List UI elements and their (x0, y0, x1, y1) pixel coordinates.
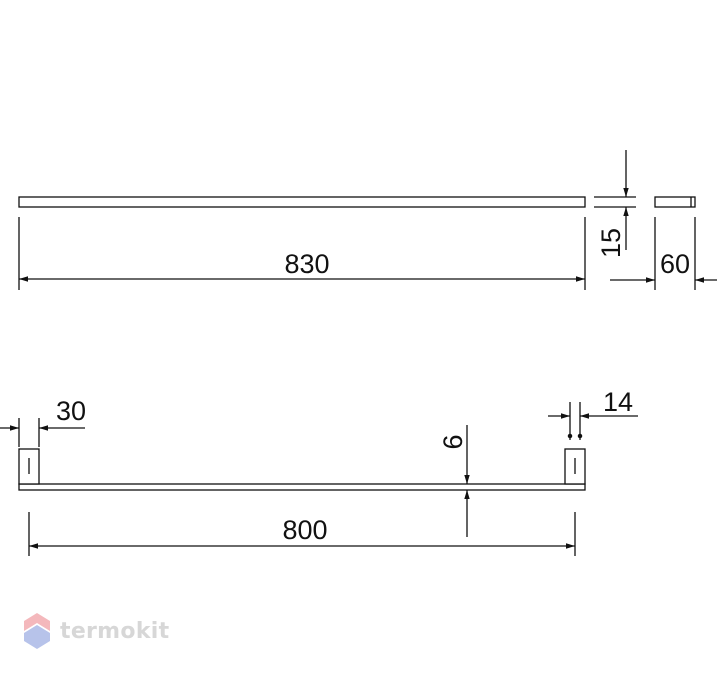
dimension-label-14: 14 (603, 387, 633, 417)
brand-logo-icon (24, 613, 50, 649)
watermark: termokit (22, 610, 169, 652)
bar-top-view (18, 196, 586, 208)
bar-side-view (654, 196, 696, 208)
hole-marker-right (577, 433, 583, 439)
watermark-brand-text: termokit (60, 618, 170, 644)
bar-front-view (18, 483, 586, 491)
hole-marker-left (567, 433, 573, 439)
dimension-label-15: 15 (596, 228, 626, 258)
dimension-label-60: 60 (660, 249, 690, 279)
dimension-label-800: 800 (282, 515, 327, 545)
dimension-label-830: 830 (284, 249, 329, 279)
dimension-label-6: 6 (438, 434, 468, 449)
dimension-label-30: 30 (56, 396, 86, 426)
